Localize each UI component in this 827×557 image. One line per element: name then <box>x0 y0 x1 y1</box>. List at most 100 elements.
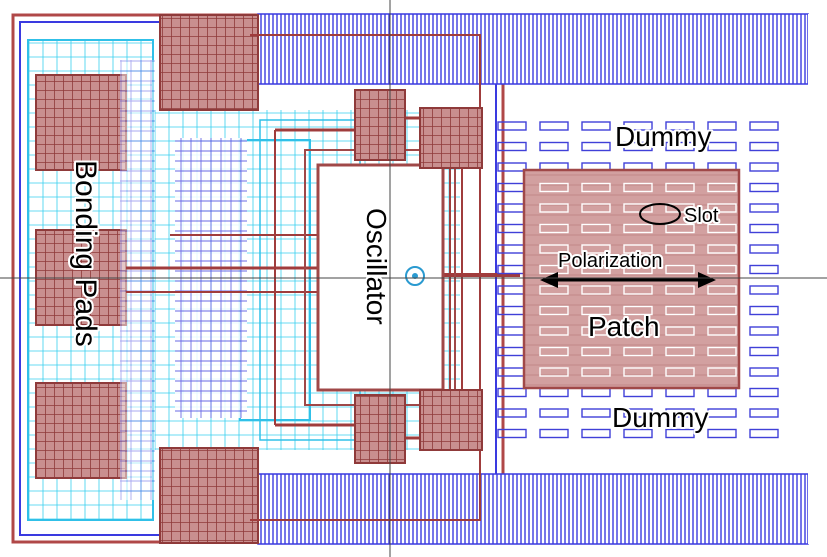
dummy-tile <box>581 244 611 254</box>
dummy-tile <box>749 408 779 418</box>
dummy-tile <box>623 244 653 254</box>
dummy-tile <box>539 346 569 357</box>
dummy-tile <box>581 285 611 295</box>
dummy-tile <box>497 141 527 152</box>
dummy-tile <box>581 203 611 213</box>
dummy-tile <box>665 264 695 275</box>
dummy-tile <box>665 121 695 131</box>
dummy-tile <box>749 223 779 234</box>
dummy-tile <box>497 162 527 172</box>
dummy-tile <box>749 141 779 152</box>
dummy-tile <box>707 223 737 234</box>
dummy-tile <box>539 223 569 234</box>
dummy-tile <box>581 346 611 357</box>
dummy-tile <box>749 326 779 336</box>
dummy-tile <box>623 387 653 398</box>
dummy-tile <box>623 203 653 213</box>
polarization-arrow <box>540 272 716 288</box>
dummy-tile <box>539 121 569 131</box>
dummy-tile <box>623 141 653 152</box>
dummy-tile <box>665 326 695 336</box>
dummy-tile <box>665 428 695 439</box>
dummy-tile <box>539 367 569 377</box>
dummy-tile <box>497 387 527 398</box>
dummy-tile <box>497 408 527 418</box>
dummy-tile <box>581 121 611 131</box>
dummy-tile <box>707 182 737 193</box>
dummy-tile <box>707 244 737 254</box>
dummy-tile <box>623 346 653 357</box>
dummy-tile <box>665 346 695 357</box>
dummy-tile <box>623 182 653 193</box>
dummy-tile <box>539 428 569 439</box>
dummy-tile <box>623 223 653 234</box>
dummy-tile <box>581 387 611 398</box>
dummy-tile <box>623 305 653 316</box>
dummy-tile <box>749 367 779 377</box>
oscillator-label: Oscillator <box>361 208 392 325</box>
dummy-tile <box>707 203 737 213</box>
dummy-tile <box>665 223 695 234</box>
dummy-tile <box>749 264 779 275</box>
dummy-tile <box>539 264 569 275</box>
dummy-tile <box>539 305 569 316</box>
dummy-tile <box>539 203 569 213</box>
dummy-tile <box>707 326 737 336</box>
dummy-tile <box>623 285 653 295</box>
slot-ellipse <box>639 203 681 225</box>
dummy-tile <box>623 408 653 418</box>
dummy-tile <box>707 141 737 152</box>
dummy-tile <box>665 408 695 418</box>
dummy-tile <box>581 408 611 418</box>
dummy-tile <box>665 367 695 377</box>
patch-dummy-overlay <box>539 182 737 377</box>
dummy-tile <box>581 326 611 336</box>
dummy-tile <box>749 203 779 213</box>
bonding-pads-label: Bonding Pads <box>69 160 102 347</box>
dummy-tile <box>539 244 569 254</box>
dummy-tile <box>497 428 527 439</box>
dummy-tile <box>665 387 695 398</box>
dummy-tile <box>623 121 653 131</box>
dummy-tile <box>749 182 779 193</box>
patch-label: Patch <box>588 311 660 342</box>
dummy-tile <box>539 141 569 152</box>
dummy-tile <box>749 162 779 172</box>
dummy-tile <box>665 244 695 254</box>
dummy-tile <box>581 182 611 193</box>
dummy-tile <box>581 223 611 234</box>
dummy-tile <box>665 305 695 316</box>
dummy-tile <box>623 326 653 336</box>
dummy-bottom-label: Dummy <box>612 402 708 433</box>
dummy-tile <box>707 264 737 275</box>
dummy-tile <box>749 428 779 439</box>
dummy-tile <box>707 285 737 295</box>
dummy-tile <box>539 387 569 398</box>
dummy-tile <box>707 367 737 377</box>
dummy-tile <box>749 346 779 357</box>
dummy-tile <box>665 182 695 193</box>
dummy-tile <box>497 121 527 131</box>
dummy-tile <box>581 367 611 377</box>
dummy-tile <box>749 121 779 131</box>
dummy-tile <box>623 428 653 439</box>
dummy-tile <box>623 367 653 377</box>
dummy-tile <box>623 264 653 275</box>
dummy-tile <box>665 285 695 295</box>
dummy-tile <box>749 305 779 316</box>
dummy-tile <box>707 387 737 398</box>
dummy-tile <box>539 326 569 336</box>
polarization-label: Polarization <box>558 250 663 272</box>
dummy-top-label: Dummy <box>615 121 711 152</box>
transmission-lines <box>257 13 827 545</box>
dummy-tile <box>749 244 779 254</box>
dummy-tile <box>581 305 611 316</box>
dummy-tile <box>581 264 611 275</box>
dummy-tile <box>539 182 569 193</box>
dummy-tile <box>707 121 737 131</box>
slot-label: Slot <box>684 205 719 227</box>
dummy-tile <box>539 408 569 418</box>
dummy-tile <box>581 141 611 152</box>
